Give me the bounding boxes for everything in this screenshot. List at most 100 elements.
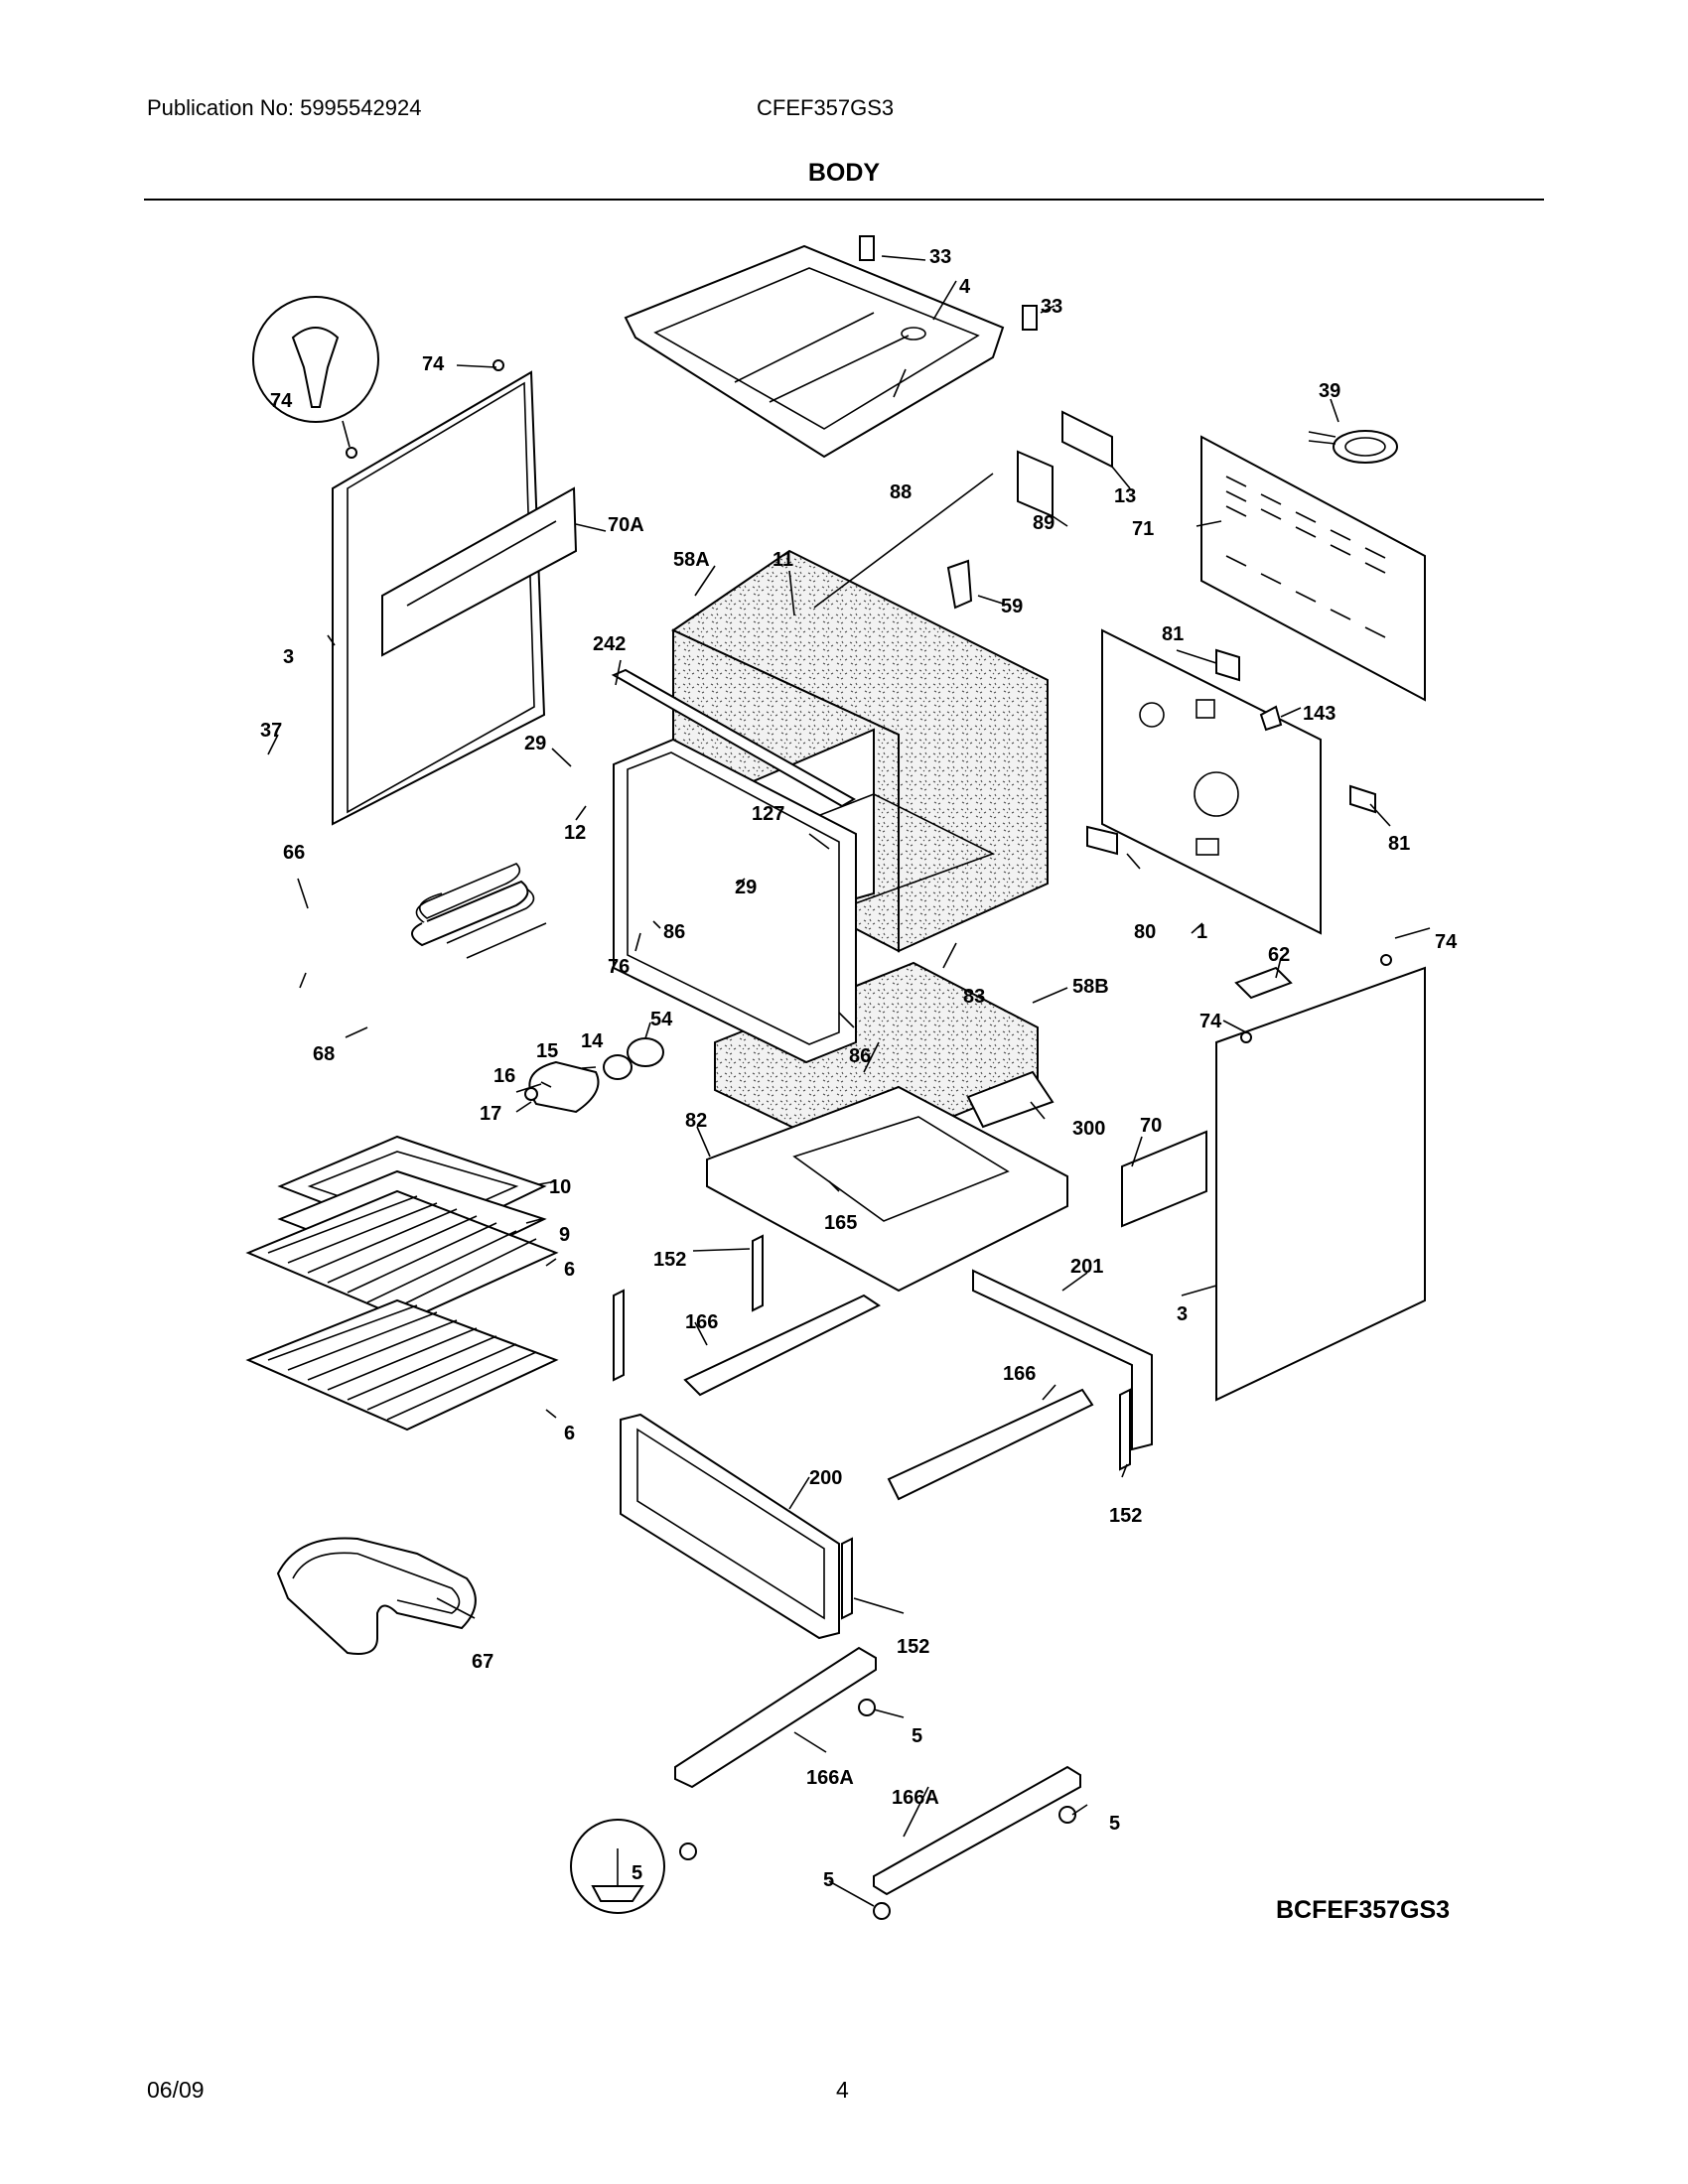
callout-14: 14: [581, 1030, 604, 1052]
callout-1: 1: [1196, 921, 1207, 943]
callout-59: 59: [1001, 596, 1023, 617]
rear-panel-lower: [1101, 628, 1322, 935]
front-frame: [613, 738, 857, 1064]
leg-detail-circle: [570, 1819, 665, 1914]
callout-166: 166: [685, 1311, 718, 1333]
top-panel: [624, 244, 1005, 459]
callout-39: 39: [1319, 380, 1340, 402]
terminal-block: [1234, 966, 1293, 1000]
bracket: [1017, 450, 1054, 518]
callout-4: 4: [959, 276, 971, 298]
diagram-code: BCFEF357GS3: [1276, 1896, 1451, 1924]
callout-6: 6: [564, 1259, 575, 1281]
callout-200: 200: [809, 1467, 842, 1489]
callout-5: 5: [823, 1869, 834, 1891]
callout-82: 82: [685, 1110, 707, 1132]
heat-shield: [966, 1070, 1055, 1129]
callout-58A: 58A: [673, 549, 710, 571]
callout-76: 76: [608, 956, 630, 978]
callout-152: 152: [653, 1249, 686, 1271]
callout-300: 300: [1072, 1118, 1105, 1140]
callout-86: 86: [849, 1045, 871, 1067]
page-number: 4: [836, 2077, 849, 2103]
vent-tube: [946, 559, 973, 610]
callout-166A: 166A: [892, 1787, 939, 1809]
bake-element: [276, 1537, 477, 1655]
callout-74: 74: [1435, 931, 1458, 953]
publication-date: 06/09: [147, 2077, 205, 2103]
drawer-front-frame: [620, 1413, 840, 1640]
drawer-side-right: [887, 1388, 1094, 1501]
side-trim: [1121, 1130, 1207, 1228]
clip: [859, 235, 875, 261]
callout-62: 62: [1268, 944, 1290, 966]
callout-242: 242: [593, 633, 626, 655]
front-rail: [611, 668, 857, 808]
clip: [1022, 305, 1038, 331]
callout-68: 68: [313, 1043, 335, 1065]
side-rail-left: [683, 1294, 881, 1397]
callout-5: 5: [912, 1725, 922, 1747]
callout-81: 81: [1388, 833, 1410, 855]
callout-89: 89: [1033, 512, 1055, 534]
callout-71: 71: [1132, 518, 1154, 540]
callout-74: 74: [270, 390, 293, 412]
callout-88: 88: [890, 481, 912, 503]
callout-33: 33: [1041, 296, 1062, 318]
callout-3: 3: [283, 646, 294, 668]
callout-70A: 70A: [608, 514, 644, 536]
callout-74: 74: [1199, 1011, 1222, 1032]
callout-143: 143: [1303, 703, 1336, 725]
drawer-rail: [674, 1646, 877, 1789]
callout-86: 86: [663, 921, 685, 943]
model-number: CFEF357GS3: [757, 95, 895, 120]
oven-rack: [245, 1189, 559, 1322]
callout-16: 16: [493, 1065, 515, 1087]
callout-3: 3: [1177, 1303, 1188, 1325]
callout-17: 17: [480, 1103, 501, 1125]
right-side-panel: [1215, 966, 1426, 1402]
screw-detail-circle: [252, 296, 379, 459]
callout-54: 54: [650, 1009, 673, 1030]
chassis-base: [706, 1085, 1068, 1293]
callout-11: 11: [773, 549, 793, 571]
callout-201: 201: [1070, 1256, 1103, 1278]
callout-10: 10: [549, 1176, 571, 1198]
drawer-rail: [873, 1765, 1081, 1896]
power-cord: [1308, 430, 1398, 464]
side-rail-right: [972, 1269, 1153, 1451]
callout-37: 37: [260, 720, 282, 742]
callout-152: 152: [897, 1636, 929, 1658]
callout-15: 15: [536, 1040, 558, 1062]
publication-number: Publication No: 5995542924: [147, 95, 422, 120]
callout-labels: 33 4 33 74 74 39 13 88 89 71 70A 58A 11 …: [260, 246, 1458, 1891]
callout-127: 127: [752, 803, 784, 825]
callout-166: 166: [1003, 1363, 1036, 1385]
callout-5: 5: [1109, 1813, 1120, 1835]
callout-80: 80: [1134, 921, 1156, 943]
oven-rack: [245, 1298, 559, 1432]
callout-12: 12: [564, 822, 586, 844]
callout-5: 5: [632, 1862, 642, 1884]
callout-6: 6: [564, 1423, 575, 1444]
rear-panel-upper: [1200, 435, 1426, 702]
callout-81: 81: [1162, 623, 1184, 645]
header-rule: [144, 199, 1544, 201]
callout-66: 66: [283, 842, 305, 864]
callout-9: 9: [559, 1224, 570, 1246]
callout-67: 67: [472, 1651, 493, 1673]
callout-165: 165: [824, 1212, 857, 1234]
callout-152: 152: [1109, 1505, 1142, 1527]
callout-74: 74: [422, 353, 445, 375]
callout-29: 29: [735, 877, 757, 898]
broil-element: [411, 863, 547, 959]
callout-33: 33: [929, 246, 951, 268]
callout-70: 70: [1140, 1115, 1162, 1137]
callout-29: 29: [524, 733, 546, 754]
section-title: BODY: [807, 159, 881, 187]
callout-83: 83: [963, 986, 985, 1008]
callout-13: 13: [1114, 485, 1136, 507]
left-side-panel: [332, 370, 578, 826]
callout-58B: 58B: [1072, 976, 1109, 998]
